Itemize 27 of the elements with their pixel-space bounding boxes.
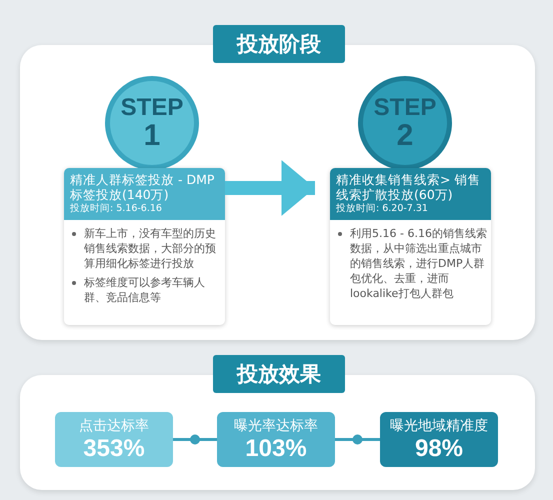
date-range: 投放时间: 6.20-7.31 (336, 202, 429, 216)
card-title: 精准收集销售线索> 销售线索扩散投放(60万) (336, 172, 482, 202)
metric-value: 103% (245, 434, 307, 462)
bullet-text: 标签维度可以参考车辆人群、竞品信息等 (84, 276, 205, 304)
metric-value: 353% (83, 434, 145, 462)
connector-line (173, 438, 217, 441)
step-label: 2 (396, 120, 414, 152)
connector-line (335, 438, 380, 441)
date-range: 投放时间: 5.16-6.16 (70, 202, 163, 216)
arrow (225, 160, 315, 216)
metric-box (55, 412, 173, 467)
step-label: STEP (374, 94, 436, 120)
metric-label: 曝光地域精准度 (390, 416, 488, 434)
metric-box (217, 412, 335, 467)
step-card (64, 168, 225, 325)
metric-box (380, 412, 498, 467)
card-title: 精准人群标签投放 - DMP标签投放(140万) (70, 172, 216, 202)
step-label: STEP (120, 94, 184, 120)
section-banner: 投放阶段 (213, 25, 345, 63)
metric-label: 点击达标率 (79, 416, 149, 434)
step-label: 1 (144, 120, 160, 152)
bullet-text: 新车上市，没有车型的历史销售线索数据，大部分的预算用细化标签进行投放 (84, 227, 216, 270)
section-banner: 投放效果 (213, 355, 345, 393)
step-card (330, 168, 491, 325)
bullet-text: 利用5.16 - 6.16的销售线索数据，从中筛选出重点城市的销售线索，进行DMP人群包优化、去重，进而lookalike打包人群包 (350, 227, 487, 300)
metric-value: 98% (414, 434, 464, 462)
metric-label: 曝光率达标率 (234, 416, 318, 434)
